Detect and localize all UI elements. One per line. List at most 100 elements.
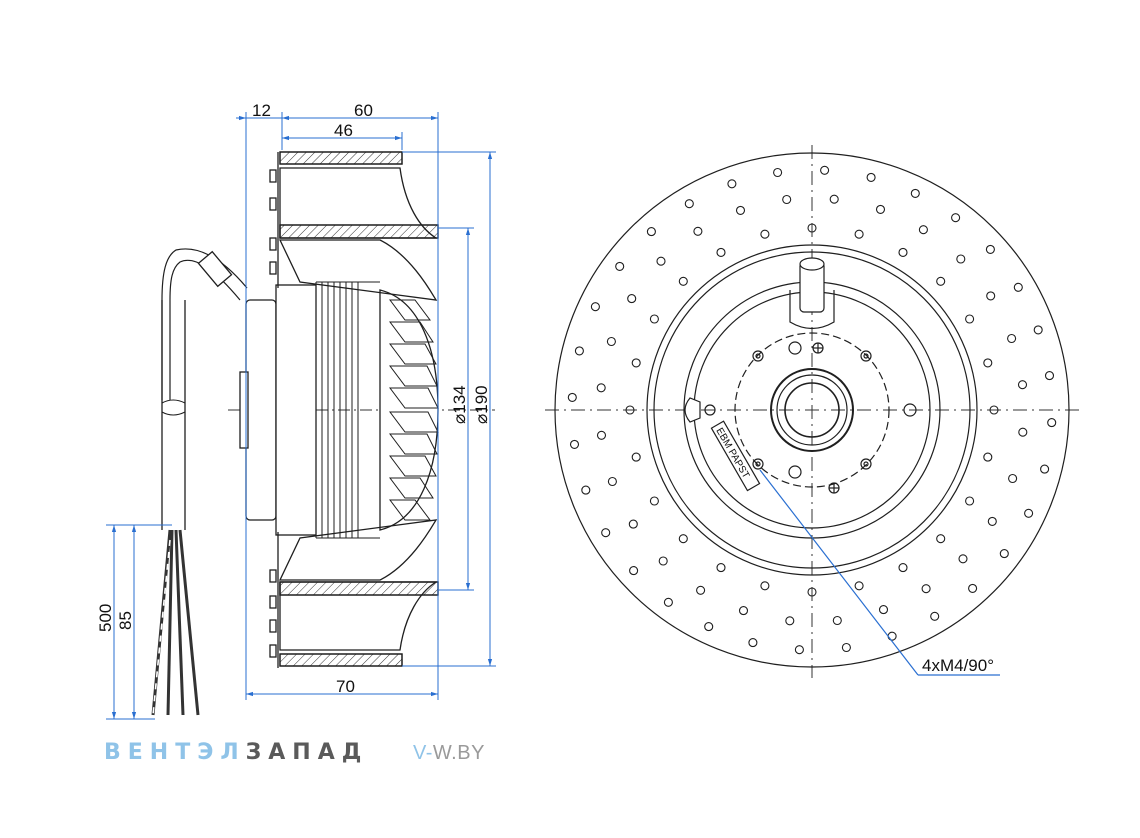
- impeller-hole: [854, 581, 864, 591]
- impeller-hole: [656, 256, 666, 266]
- impeller-hole: [649, 496, 659, 506]
- impeller-hole: [1018, 427, 1028, 437]
- impeller-hole: [794, 645, 804, 655]
- impeller-hole: [875, 204, 886, 214]
- impeller-hole: [631, 358, 641, 368]
- impeller-hole: [596, 383, 606, 393]
- impeller-hole: [866, 172, 876, 182]
- impeller-hole: [567, 392, 577, 402]
- flange-notch: [684, 397, 701, 423]
- site-part-grey: W.BY: [432, 742, 485, 764]
- dim-46: 46: [334, 121, 353, 140]
- impeller-hole: [678, 534, 688, 544]
- impeller-hole: [965, 496, 975, 506]
- hub-inner: [784, 382, 840, 438]
- impeller-hole: [1013, 282, 1023, 292]
- motor-backplate: [245, 299, 277, 521]
- dim-500: 500: [96, 604, 115, 632]
- impeller-hole: [1024, 508, 1034, 518]
- impeller-hole: [1047, 418, 1057, 428]
- impeller-hole: [625, 405, 635, 415]
- impeller-hole: [987, 516, 997, 526]
- dim-134: ⌀134: [450, 385, 469, 424]
- impeller-hole: [727, 179, 737, 189]
- impeller-hole: [693, 226, 703, 236]
- impeller-hole: [983, 452, 993, 462]
- impeller-hole: [785, 616, 795, 626]
- impeller-hole: [921, 584, 931, 594]
- impeller-hole: [807, 223, 817, 233]
- impeller-hole: [596, 430, 607, 440]
- impeller-hole: [601, 528, 611, 538]
- impeller-hole: [936, 276, 946, 286]
- impeller-hole: [615, 261, 625, 271]
- impeller-hole: [968, 583, 978, 593]
- impeller-hole: [574, 346, 584, 356]
- impeller-hole: [629, 566, 639, 576]
- impeller-hole: [678, 276, 688, 286]
- side-view: [151, 151, 495, 716]
- impeller-hole: [627, 294, 637, 304]
- impeller-hole: [878, 605, 889, 615]
- impeller-hole: [646, 227, 656, 237]
- impeller-hole: [829, 194, 839, 204]
- impeller-hole: [569, 439, 580, 449]
- impeller-hole: [832, 615, 842, 626]
- inlet-ring-inner: [653, 251, 971, 569]
- dim-70: 70: [336, 677, 355, 696]
- impeller-hole: [590, 302, 600, 312]
- inlet-ring: [646, 244, 978, 576]
- cable-gland: [789, 257, 835, 330]
- impeller-hole: [965, 314, 975, 324]
- impeller-bottom: [269, 519, 439, 668]
- impeller-hole: [631, 452, 641, 462]
- mounting-holes: [752, 341, 917, 494]
- impeller-hole: [716, 247, 726, 257]
- impeller-hole: [958, 554, 968, 564]
- impeller-hole: [628, 519, 638, 529]
- thread-callout: 4xM4/90°: [759, 469, 1000, 676]
- impeller-hole: [606, 336, 616, 347]
- impeller-hole: [684, 199, 694, 209]
- impeller-hole: [820, 165, 830, 175]
- impeller-hole: [841, 642, 851, 653]
- impeller-hole: [1033, 325, 1043, 335]
- bolt-circle: [734, 332, 890, 488]
- impeller-hole: [936, 534, 946, 544]
- dim-60: 60: [354, 101, 373, 120]
- impeller-hole: [663, 597, 673, 607]
- impeller-hole: [1017, 380, 1028, 390]
- impeller-hole: [735, 205, 746, 215]
- impeller-hole: [918, 225, 928, 235]
- impeller-hole: [985, 244, 995, 254]
- impeller-hole: [930, 611, 940, 621]
- impeller-hole: [898, 563, 908, 573]
- impeller-hole: [910, 188, 920, 198]
- thread-callout-text: 4xM4/90°: [922, 656, 994, 675]
- side-dimensions: [106, 112, 496, 720]
- side-dimension-labels: 12 60 46 70 ⌀134 ⌀190 500 85: [96, 101, 491, 696]
- dim-12: 12: [252, 101, 271, 120]
- brand-part-light: ВЕНТЭЛ: [104, 740, 246, 765]
- impeller-hole: [989, 405, 999, 415]
- impeller-hole: [999, 549, 1009, 559]
- impeller-hole: [649, 314, 659, 324]
- impeller-hole: [738, 606, 749, 616]
- impeller-hole: [748, 638, 758, 648]
- impeller-hole: [1044, 371, 1055, 381]
- impeller-top: [269, 151, 439, 301]
- impeller-hole: [760, 581, 770, 591]
- brand-part-dark: ЗАПАД: [245, 740, 369, 765]
- cable: [151, 248, 248, 716]
- dim-85: 85: [116, 611, 135, 630]
- impeller-hole: [983, 358, 993, 368]
- impeller-hole: [898, 247, 908, 257]
- impeller-hole: [887, 631, 897, 641]
- motor-label-plate: EBM PAPST: [710, 420, 761, 492]
- impeller-outer: [554, 152, 1070, 668]
- motor-rings: [315, 281, 380, 539]
- dim-190: ⌀190: [472, 385, 491, 424]
- impeller-hole: [658, 556, 668, 566]
- impeller-hole: [607, 476, 617, 487]
